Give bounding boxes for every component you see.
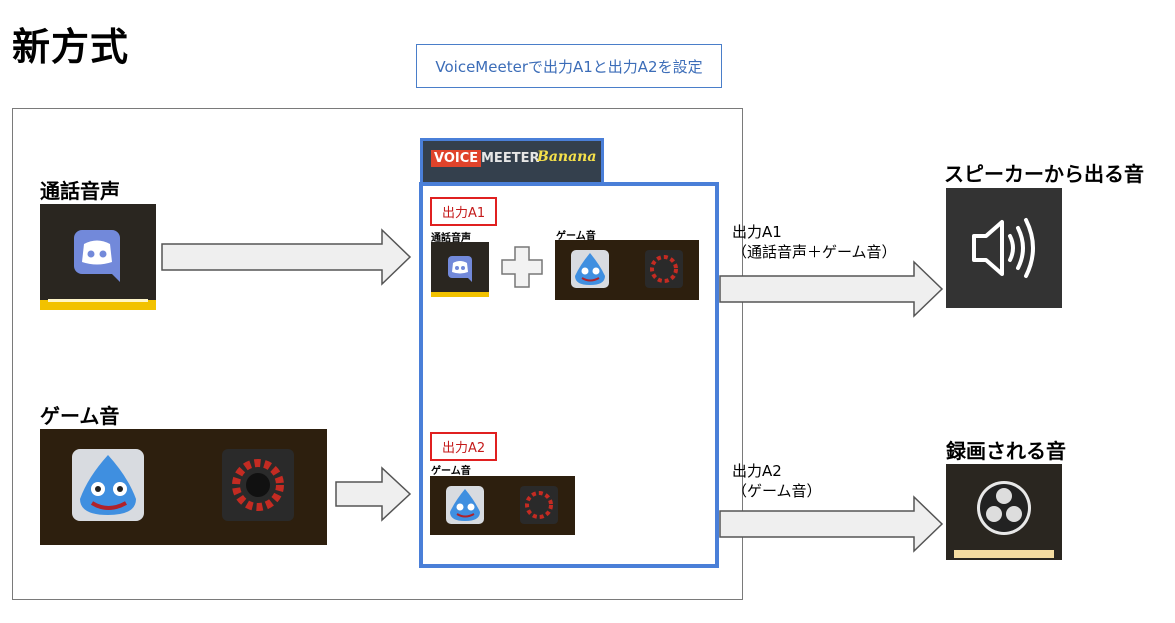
right-arrow-icon — [335, 466, 412, 522]
a1-game-tile — [555, 240, 699, 300]
right-arrow-icon — [719, 495, 944, 553]
output-a2-text: 出力A2 （ゲーム音） — [732, 461, 822, 501]
voicemeeter-logo: VOICE MEETER Banana — [420, 138, 604, 182]
badge-output-a2: 出力A2 — [430, 432, 498, 461]
ffxiv-icon — [645, 250, 683, 288]
badge-output-a1: 出力A1 — [430, 197, 498, 226]
game-tile — [40, 429, 327, 545]
logo-meeter: MEETER — [481, 151, 540, 166]
a2-game-tile — [430, 476, 575, 535]
discord-icon — [431, 256, 489, 297]
output-a1-text: 出力A1 （通話音声＋ゲーム音） — [732, 222, 897, 262]
output-a2-detail: （ゲーム音） — [732, 482, 822, 500]
ffxiv-icon — [520, 486, 558, 524]
record-label: 録画される音 — [946, 439, 1066, 463]
speaker-icon — [972, 218, 1035, 278]
slime-icon — [72, 449, 144, 521]
logo-voice: VOICE — [431, 150, 482, 167]
a1-discord-tile — [431, 242, 489, 297]
slime-icon — [571, 250, 609, 288]
obs-icon — [954, 481, 1054, 558]
input-game-label: ゲーム音 — [40, 404, 120, 428]
right-arrow-icon — [719, 260, 944, 318]
discord-icon — [40, 230, 156, 310]
a2-game-label: ゲーム音 — [431, 466, 471, 477]
logo-banana: Banana — [537, 149, 597, 165]
output-a1-title: 出力A1 — [732, 223, 782, 241]
voicemeeter-note: VoiceMeeterで出力A1と出力A2を設定 — [416, 44, 722, 88]
a1-call-label: 通話音声 — [431, 233, 471, 244]
input-call-label: 通話音声 — [40, 179, 120, 203]
output-a1-detail: （通話音声＋ゲーム音） — [732, 243, 897, 261]
a1-game-label: ゲーム音 — [556, 231, 596, 242]
right-arrow-icon — [161, 228, 412, 286]
speaker-label: スピーカーから出る音 — [944, 162, 1144, 186]
page-title: 新方式 — [12, 25, 130, 69]
slime-icon — [446, 486, 484, 524]
obs-tile — [946, 464, 1062, 560]
plus-icon — [501, 246, 543, 288]
speaker-tile — [946, 188, 1062, 308]
ffxiv-icon — [222, 449, 294, 521]
discord-tile — [40, 204, 156, 310]
output-a2-title: 出力A2 — [732, 462, 782, 480]
